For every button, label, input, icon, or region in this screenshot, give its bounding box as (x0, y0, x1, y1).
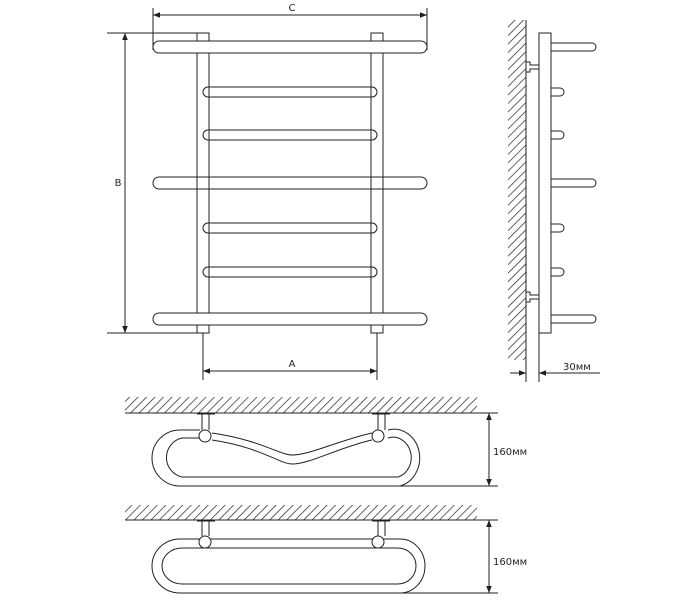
narrow-bar (202, 129, 378, 141)
label-c: C (289, 3, 296, 14)
top-view-straight: 160мм (125, 505, 527, 594)
top-view-curved: 160мм (125, 397, 527, 487)
label-b: B (115, 178, 122, 189)
wide-bar (152, 40, 428, 54)
depth-label: 160мм (493, 447, 527, 458)
side-post (538, 32, 552, 334)
label-a: A (289, 359, 296, 370)
side-view: 30мм (508, 20, 600, 382)
narrow-bar (202, 86, 378, 98)
front-view: C B A (107, 3, 428, 380)
wall-hatch (508, 20, 526, 360)
narrow-bar (202, 266, 378, 278)
wide-bar (152, 312, 428, 326)
depth-label: 160мм (493, 557, 527, 568)
offset-label: 30мм (563, 362, 591, 373)
narrow-bar (202, 222, 378, 234)
wall-hatch (125, 397, 477, 413)
wall-hatch (125, 505, 477, 520)
wide-bar (152, 176, 428, 190)
